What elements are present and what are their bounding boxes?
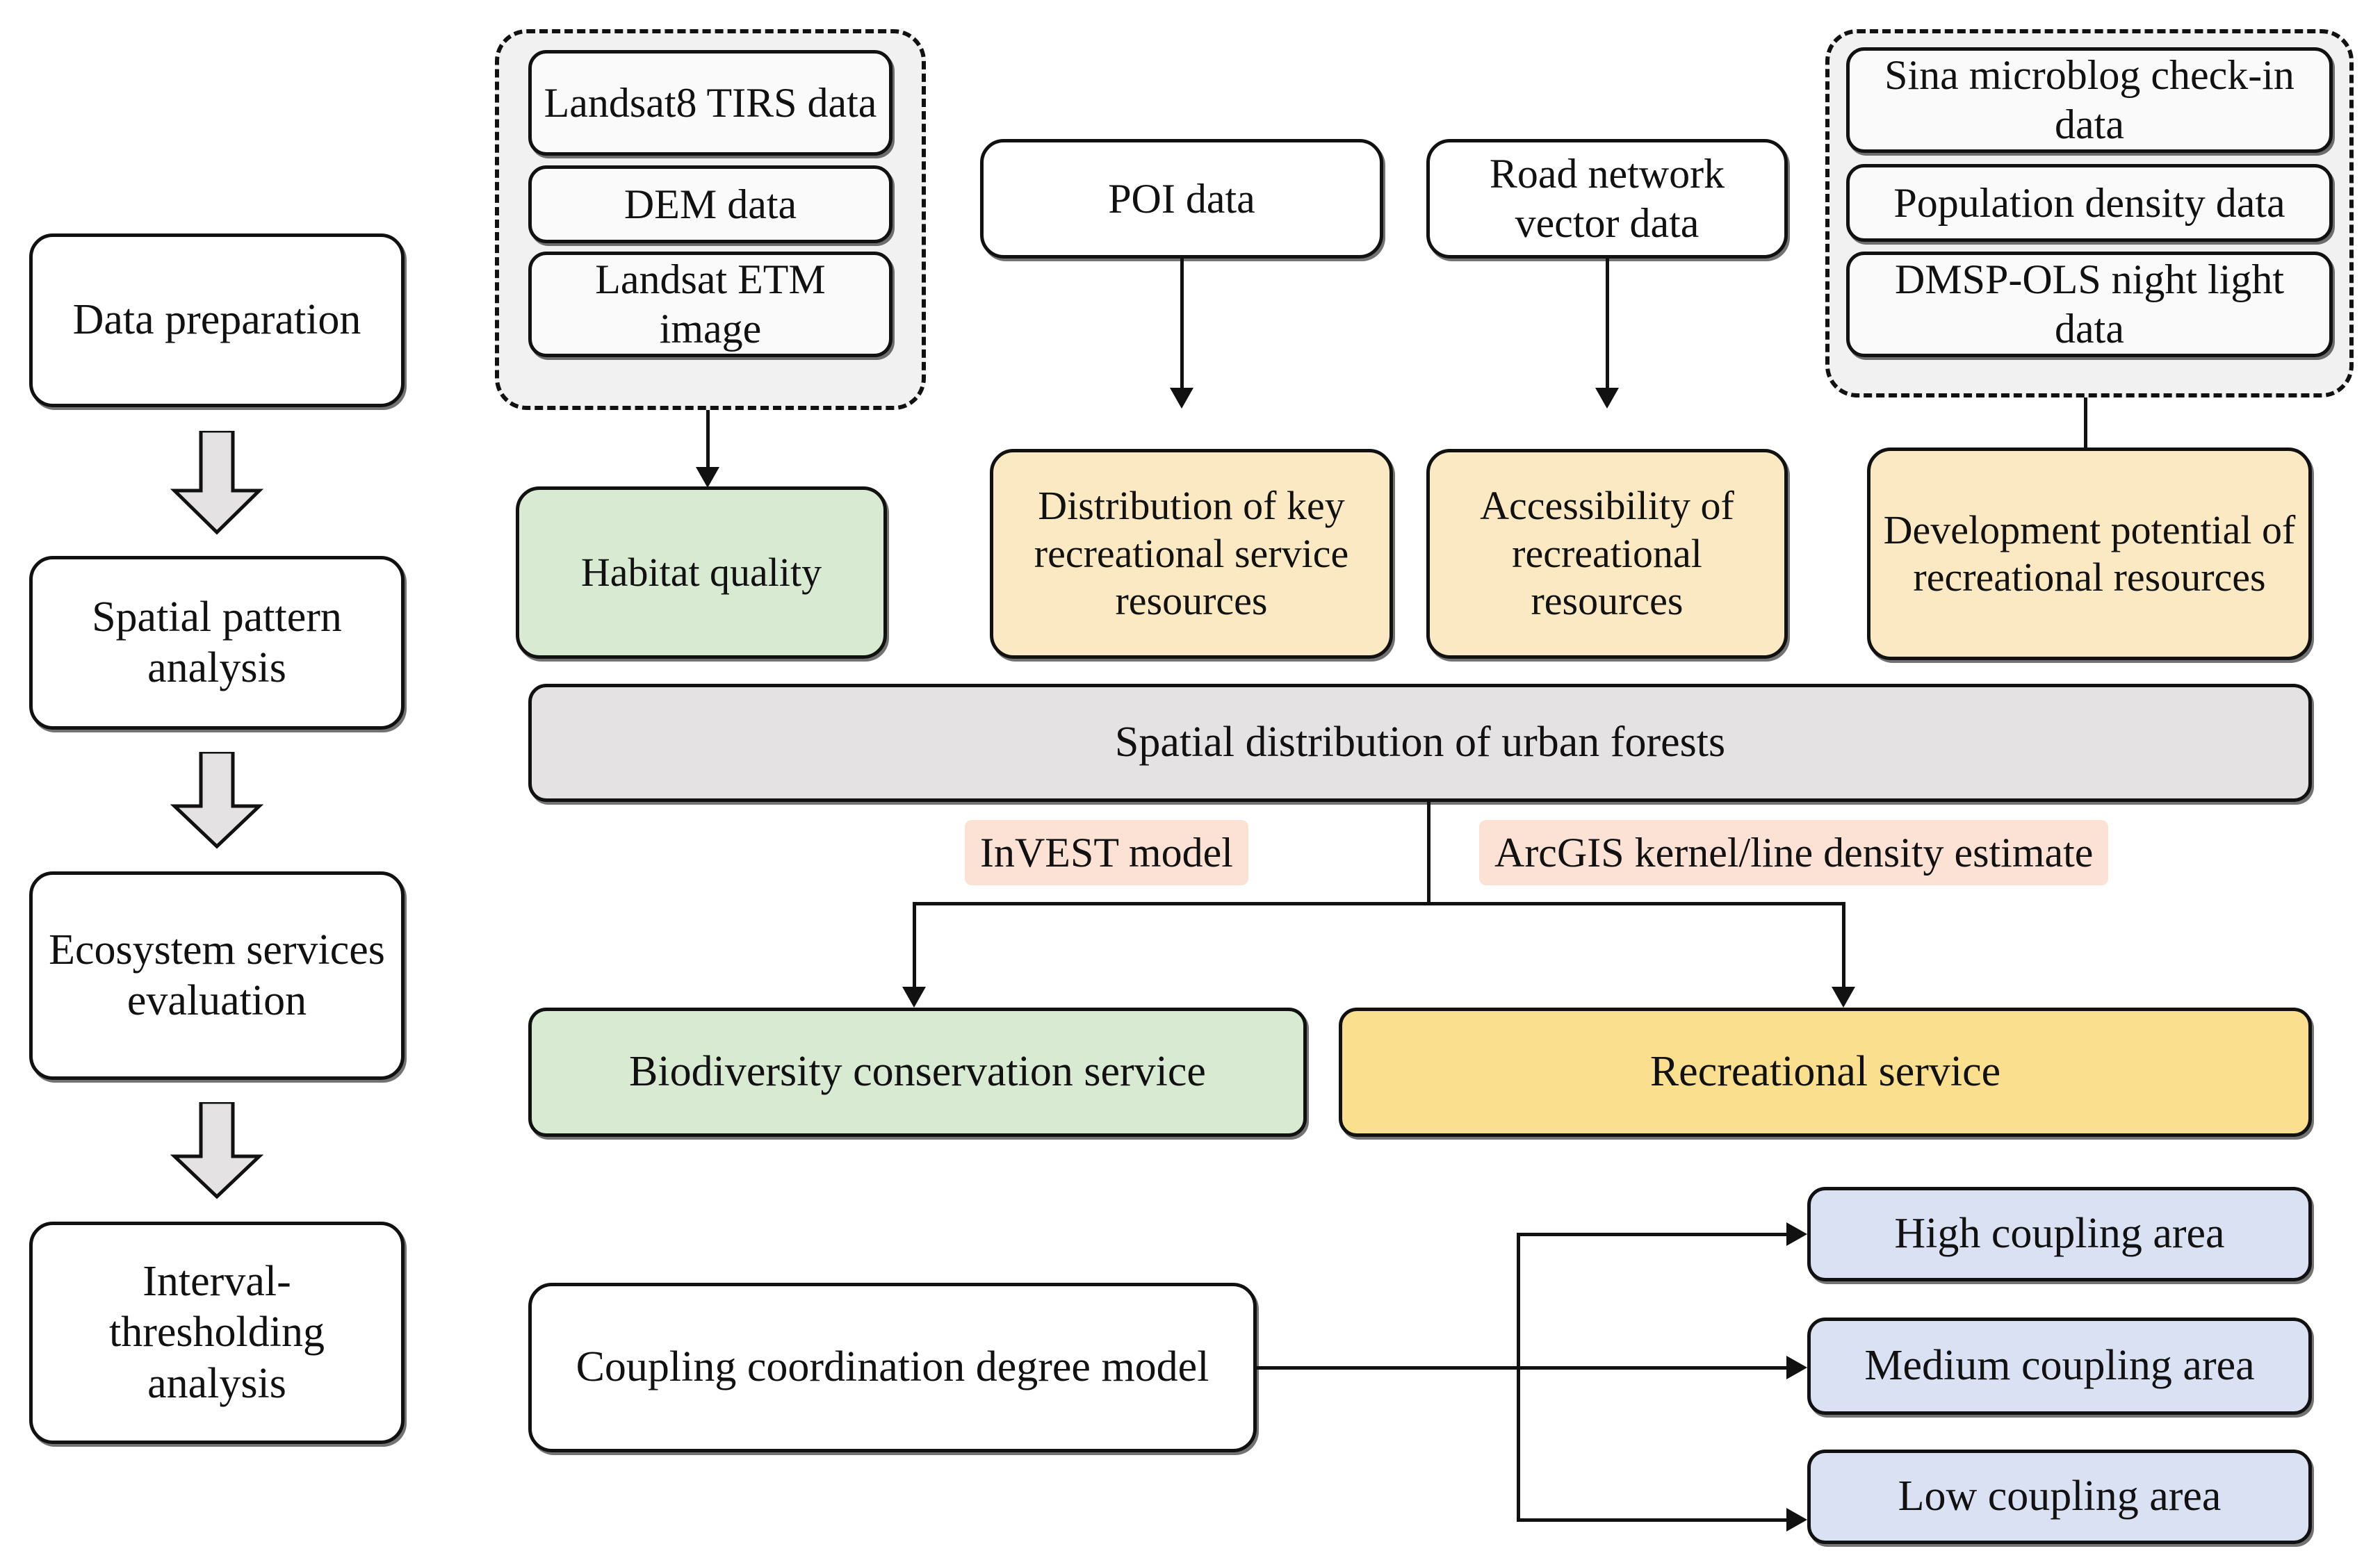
indicator-distribution-key-recreational-resources[interactable]: Distribution of key recreational service… — [990, 449, 1393, 659]
connector-line-road-to-accessibility — [1606, 258, 1609, 397]
data-source-label: POI data — [1108, 175, 1255, 222]
stage-label: Data preparation — [72, 296, 361, 344]
model-label: Coupling coordination degree model — [576, 1343, 1209, 1391]
outcome-label: Low coupling area — [1898, 1472, 2222, 1520]
connector-line-to-low-coupling — [1517, 1518, 1792, 1522]
connector-line-to-recreational — [1842, 902, 1845, 998]
connector-line-to-medium-coupling — [1517, 1366, 1792, 1370]
stage-label: Spatial pattern analysis — [92, 593, 342, 691]
arrow-to-low-coupling — [1786, 1508, 1807, 1532]
connector-line-to-high-coupling — [1517, 1233, 1792, 1236]
connector-line-poi-to-distribution — [1180, 258, 1184, 397]
service-recreational[interactable]: Recreational service — [1339, 1008, 2312, 1137]
data-source-population-density[interactable]: Population density data — [1846, 164, 2333, 242]
data-source-label: Road network vector data — [1489, 151, 1725, 246]
data-source-sina-microblog[interactable]: Sina microblog check-in data — [1846, 47, 2333, 153]
arrow-to-biodiversity — [902, 987, 926, 1008]
indicator-label: Distribution of key recreational service… — [1034, 483, 1349, 624]
service-biodiversity-conservation[interactable]: Biodiversity conservation service — [528, 1008, 1307, 1137]
service-label: Biodiversity conservation service — [629, 1048, 1206, 1096]
stage-label: Ecosystem services evaluation — [49, 926, 385, 1024]
spatial-distribution-label: Spatial distribution of urban forests — [1114, 719, 1726, 766]
indicator-label: Development potential of recreational re… — [1883, 507, 2296, 600]
indicator-label: Accessibility of recreational resources — [1480, 483, 1734, 624]
connector-line-to-biodiversity — [913, 902, 916, 998]
indicator-habitat-quality[interactable]: Habitat quality — [516, 486, 887, 659]
data-source-label: Landsat8 TIRS data — [544, 79, 877, 126]
method-tag-arcgis-density[interactable]: ArcGIS kernel/line density estimate — [1479, 820, 2109, 885]
connector-line-spatial-branch — [913, 902, 1845, 905]
data-source-dem[interactable]: DEM data — [528, 165, 892, 243]
outcome-label: High coupling area — [1894, 1210, 2225, 1258]
outcome-label: Medium coupling area — [1864, 1342, 2255, 1390]
stage-box-spatial-pattern-analysis[interactable]: Spatial pattern analysis — [29, 556, 405, 730]
outcome-high-coupling-area[interactable]: High coupling area — [1807, 1187, 2312, 1281]
arrow-to-medium-coupling — [1786, 1356, 1807, 1379]
connector-line-model-trunk — [1257, 1366, 1518, 1370]
data-source-landsat8-tirs[interactable]: Landsat8 TIRS data — [528, 50, 892, 156]
data-source-label: Population density data — [1893, 179, 2285, 226]
method-tag-label: InVEST model — [980, 829, 1233, 876]
stage-connector-3 — [170, 1102, 263, 1199]
data-source-label: Landsat ETM image — [595, 256, 826, 352]
arrow-remote-sensing-to-habitat — [696, 467, 719, 488]
data-source-road-network[interactable]: Road network vector data — [1426, 139, 1788, 258]
arrow-to-recreational — [1832, 987, 1855, 1008]
data-source-poi[interactable]: POI data — [980, 139, 1383, 258]
arrow-poi-to-distribution — [1170, 388, 1193, 409]
service-label: Recreational service — [1649, 1048, 2001, 1096]
indicator-development-potential-recreational-resources[interactable]: Development potential of recreational re… — [1867, 448, 2312, 660]
stage-connector-1 — [170, 431, 263, 535]
spatial-distribution-bar[interactable]: Spatial distribution of urban forests — [528, 684, 2312, 802]
data-source-label: DMSP-OLS night light data — [1894, 256, 2285, 352]
stage-box-ecosystem-services-evaluation[interactable]: Ecosystem services evaluation — [29, 871, 405, 1080]
data-source-dmsp-ols-night-light[interactable]: DMSP-OLS night light data — [1846, 252, 2333, 357]
method-tag-invest-model[interactable]: InVEST model — [965, 820, 1248, 885]
outcome-medium-coupling-area[interactable]: Medium coupling area — [1807, 1318, 2312, 1415]
arrow-to-high-coupling — [1786, 1222, 1807, 1246]
method-tag-label: ArcGIS kernel/line density estimate — [1494, 829, 2094, 876]
data-source-landsat-etm[interactable]: Landsat ETM image — [528, 252, 892, 357]
coupling-coordination-degree-model[interactable]: Coupling coordination degree model — [528, 1283, 1257, 1452]
data-source-label: DEM data — [623, 181, 797, 227]
connector-line-socioeconomic-to-development — [2084, 397, 2087, 466]
stage-box-interval-thresholding-analysis[interactable]: Interval-thresholding analysis — [29, 1222, 405, 1444]
indicator-label: Habitat quality — [580, 549, 822, 595]
arrow-road-to-accessibility — [1595, 388, 1619, 409]
connector-line-remote-sensing-to-habitat — [706, 410, 710, 477]
stage-box-data-preparation[interactable]: Data preparation — [29, 233, 405, 407]
connector-line-spatial-trunk — [1427, 802, 1431, 905]
data-source-label: Sina microblog check-in data — [1884, 52, 2295, 147]
indicator-accessibility-recreational-resources[interactable]: Accessibility of recreational resources — [1426, 449, 1788, 659]
outcome-low-coupling-area[interactable]: Low coupling area — [1807, 1450, 2312, 1544]
connector-line-outcome-spine — [1517, 1233, 1520, 1520]
stage-connector-2 — [170, 752, 263, 849]
stage-label: Interval-thresholding analysis — [109, 1258, 325, 1407]
